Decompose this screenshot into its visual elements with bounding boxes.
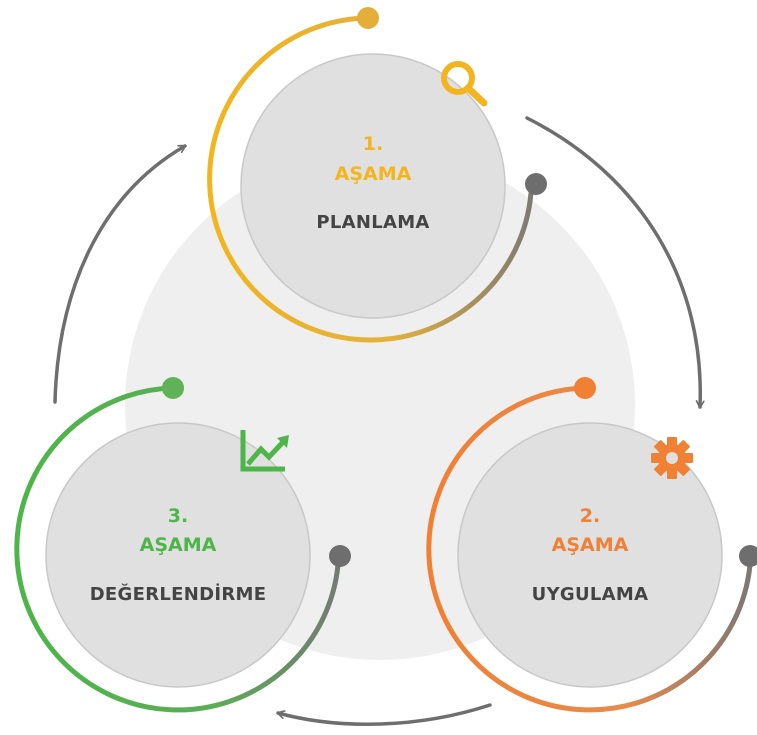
stage-1-inner-circle [240, 53, 506, 319]
growth-chart-icon [240, 430, 289, 472]
stage-3-word: AŞAMA [140, 534, 217, 556]
stage-3-ring-end-dot [329, 545, 351, 567]
stage-2-ring [426, 385, 753, 713]
stage-3-inner-circle [45, 422, 311, 688]
stage-1-number: 1. [363, 133, 383, 155]
stage-1-ring-start-dot [357, 7, 379, 29]
stage-2-apply: 2. AŞAMA UYGULAMA [426, 377, 757, 713]
stage-1-name: PLANLAMA [316, 212, 429, 233]
stage-2-name: UYGULAMA [532, 584, 649, 605]
arrow-evaluate-to-plan [53, 144, 187, 404]
stage-2-ring-end-dot [739, 545, 757, 567]
stage-3-ring-start-dot [162, 377, 184, 399]
stage-3-number: 3. [168, 505, 188, 527]
stage-3-name: DEĞERLENDİRME [90, 583, 267, 605]
magnifier-icon [441, 61, 488, 107]
stage-2-inner-circle [457, 422, 723, 688]
stage-3-ring [14, 385, 341, 713]
stage-1-word: AŞAMA [335, 163, 412, 185]
stage-1-planning: 1. AŞAMA PLANLAMA [207, 7, 547, 343]
gear-icon [651, 437, 693, 479]
stage-2-word: AŞAMA [552, 534, 629, 556]
stage-3-evaluation: 3. AŞAMA DEĞERLENDİRME [14, 377, 351, 713]
arrow-plan-to-apply [525, 116, 700, 409]
stage-1-ring-end-dot [525, 173, 547, 195]
stage-2-number: 2. [580, 505, 600, 527]
stage-1-ring [207, 15, 534, 343]
arrow-apply-to-evaluate [276, 703, 492, 726]
stage-2-ring-start-dot [574, 377, 596, 399]
